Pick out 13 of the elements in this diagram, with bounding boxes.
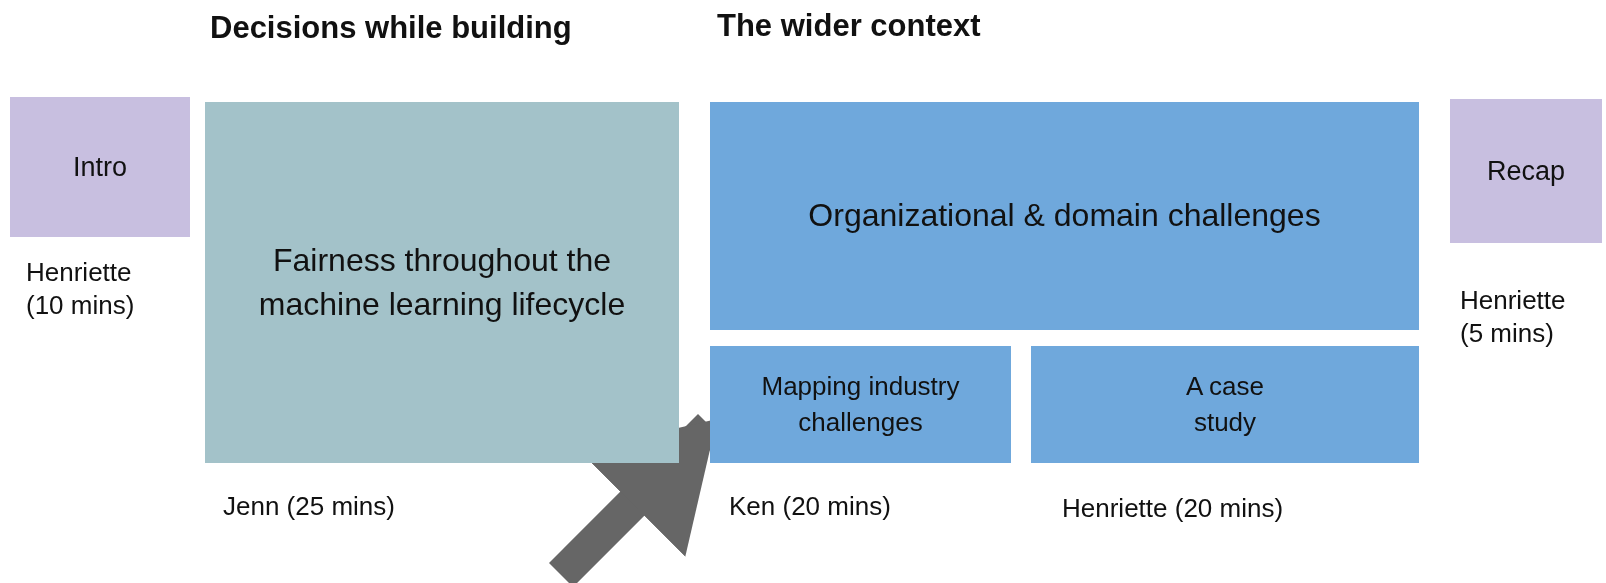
section-heading: The wider context bbox=[717, 8, 981, 44]
presenter-label: Henriette (5 mins) bbox=[1460, 284, 1567, 349]
session-box: A case study bbox=[1031, 346, 1419, 463]
presenter-label: Henriette (20 mins) bbox=[1062, 492, 1285, 525]
presenter-label: Henriette (10 mins) bbox=[26, 256, 136, 321]
presenter-label: Jenn (25 mins) bbox=[223, 490, 396, 523]
session-box: Mapping industry challenges bbox=[710, 346, 1011, 463]
session-box: Organizational & domain challenges bbox=[710, 102, 1419, 330]
presenter-label: Ken (20 mins) bbox=[729, 490, 892, 523]
session-box: Fairness throughout the machine learning lifecycle bbox=[205, 102, 679, 463]
session-box: Recap bbox=[1450, 99, 1602, 243]
section-heading: Decisions while building bbox=[210, 10, 572, 46]
session-box: Intro bbox=[10, 97, 190, 237]
